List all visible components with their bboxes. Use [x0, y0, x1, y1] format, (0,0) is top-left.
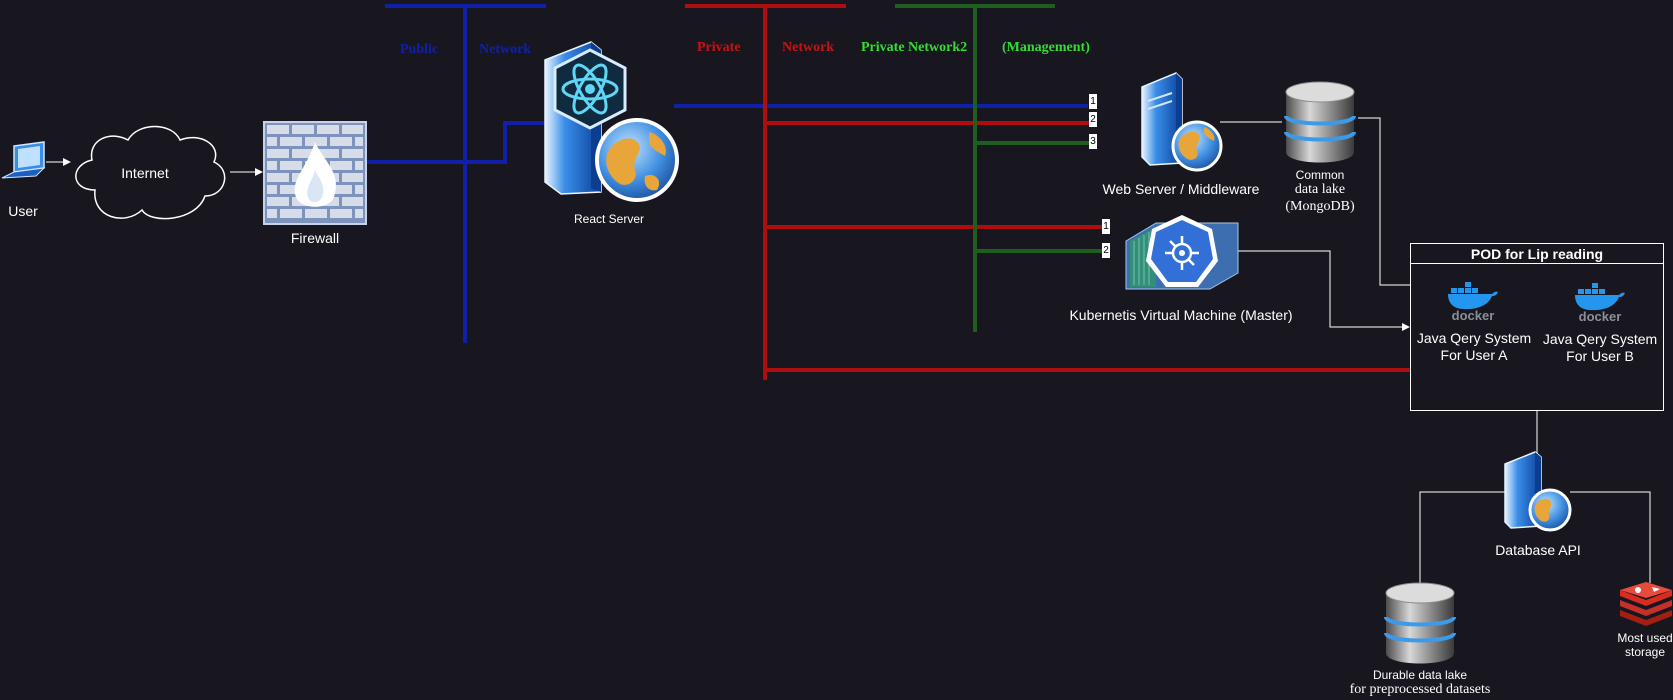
common-data-lake-label-3: (MongoDB)	[1285, 199, 1355, 214]
public-network-label-1: Public	[400, 42, 439, 57]
most-used-storage-label-1: Most used	[1617, 631, 1673, 645]
pod-user-b-line2: For User B	[1566, 348, 1634, 364]
database-api-server-icon	[1504, 451, 1572, 532]
kube-port-badge: 2	[1102, 243, 1110, 258]
management-network-label-2: (Management)	[1002, 40, 1090, 55]
internet-label: Internet	[121, 165, 169, 181]
most-used-storage-label-2: storage	[1624, 645, 1666, 659]
connectors	[46, 117, 1651, 583]
react-server-icon	[544, 41, 679, 202]
docker-wordmark: docker	[1451, 308, 1495, 323]
web-server-icon	[1141, 72, 1223, 172]
database-api-label: Database API	[1495, 542, 1581, 558]
private-network-label-1: Private	[697, 40, 741, 55]
docker-wordmark: docker	[1578, 309, 1622, 324]
common-data-lake-label-1: Common	[1295, 168, 1345, 182]
durable-data-lake-icon	[1384, 582, 1456, 664]
lip-reading-pod: POD for Lip reading	[1410, 243, 1664, 411]
kubernetes-vm-label: Kubernetis Virtual Machine (Master)	[1069, 307, 1293, 323]
kubernetes-vm-icon	[1125, 215, 1239, 290]
common-data-lake-icon	[1284, 81, 1356, 163]
user-label: User	[8, 203, 38, 219]
firewall-icon	[263, 121, 367, 225]
private-network-label-2: Network	[782, 40, 835, 55]
laptop-icon	[1, 141, 46, 179]
firewall-label: Firewall	[290, 230, 340, 246]
pod-user-b-line1: Java Qery System	[1542, 331, 1658, 347]
web-port-badge: 3	[1089, 134, 1097, 149]
docker-icon	[1575, 283, 1625, 311]
kube-port-badge: 1	[1102, 219, 1110, 234]
web-port-badge: 2	[1089, 112, 1097, 127]
management-network-bus	[895, 4, 1110, 332]
react-server-label: React Server	[573, 212, 645, 226]
common-data-lake-label-2: data lake	[1294, 182, 1346, 197]
pod-title: POD for Lip reading	[1411, 244, 1663, 264]
private-network-bus	[685, 4, 1410, 380]
management-network-label-1: Private Network2	[861, 40, 968, 55]
redis-icon	[1620, 582, 1672, 626]
cloud-icon	[75, 125, 226, 220]
web-server-label: Web Server / Middleware	[1102, 181, 1260, 197]
pod-user-a-line1: Java Qery System	[1416, 330, 1532, 346]
durable-data-lake-label-2: for preprocessed datasets	[1349, 682, 1491, 697]
durable-data-lake-label-1: Durable data lake	[1372, 668, 1468, 682]
docker-icon	[1448, 282, 1498, 310]
public-network-label-2: Network	[479, 42, 532, 57]
pod-user-a-line2: For User A	[1440, 347, 1508, 363]
public-network-bus	[366, 4, 1088, 343]
web-port-badge: 1	[1089, 94, 1097, 109]
